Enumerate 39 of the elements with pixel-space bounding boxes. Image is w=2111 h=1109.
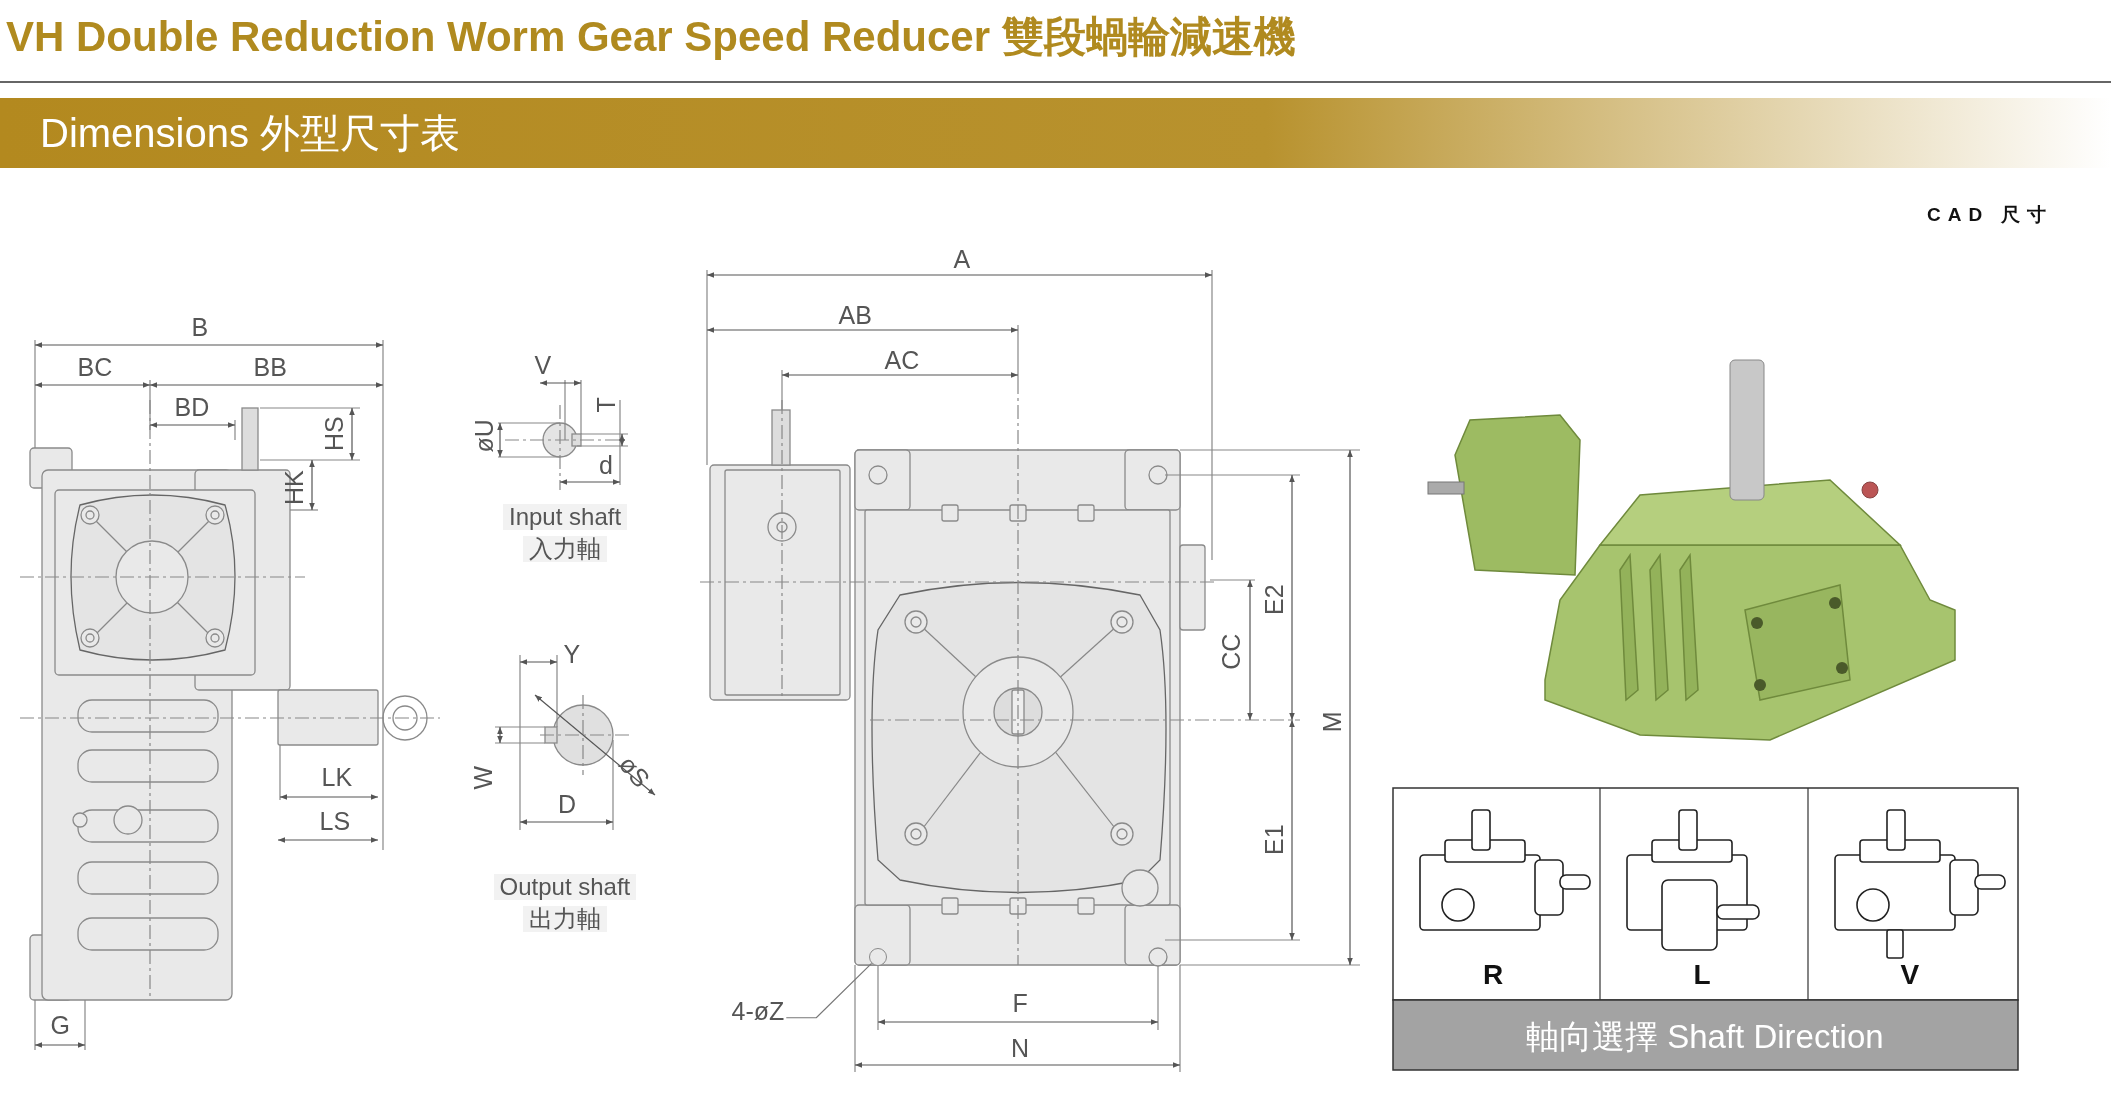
dimension-label: E2	[1260, 584, 1288, 616]
dimension-label: B	[191, 314, 209, 342]
dimension-label: T	[592, 397, 620, 413]
caption: 入力軸	[523, 536, 607, 563]
section-heading: Dimensions 外型尺寸表	[40, 111, 461, 155]
dimension-label: AB	[838, 302, 872, 330]
dimension-label: BB	[253, 354, 287, 382]
dimension-label: CC	[1218, 633, 1246, 670]
option-label: V	[1900, 959, 1920, 991]
caption: 軸向選擇 Shaft Direction	[1526, 1019, 1884, 1056]
option-label: L	[1693, 959, 1711, 991]
title: VH Double Reduction Worm Gear Speed Reducer 雙段蝸輪減速機	[6, 14, 1296, 61]
dimension-label: BC	[77, 354, 113, 382]
caption: Input shaft	[503, 504, 628, 531]
dimension-label: d	[599, 452, 613, 480]
dimension-label: V	[534, 352, 552, 380]
dimension-label: D	[558, 791, 577, 819]
dimension-label: F	[1012, 990, 1028, 1018]
dimension-label: BD	[174, 394, 210, 422]
dimension-label: HS	[320, 416, 348, 452]
dimension-label: A	[953, 246, 971, 274]
dimension-label: HK	[280, 470, 308, 506]
dimension-label: W	[470, 765, 498, 790]
caption: CAD 尺寸	[1927, 204, 2054, 226]
dimension-label: AC	[884, 347, 920, 375]
caption: Output shaft	[493, 874, 637, 901]
dimension-label: øU	[470, 419, 498, 453]
dimension-label: E1	[1260, 824, 1288, 856]
caption: 出力軸	[523, 906, 607, 933]
dimension-label: LS	[319, 808, 351, 836]
dimension-label: N	[1011, 1035, 1030, 1063]
dimension-label: M	[1318, 711, 1346, 733]
dimension-label: øS	[613, 750, 655, 793]
option-label: R	[1483, 959, 1504, 991]
callout-label: 4-øZ	[731, 998, 785, 1026]
leader-line	[785, 962, 873, 1019]
dimension-label: LK	[321, 764, 353, 792]
dimension-label: Y	[563, 641, 581, 669]
dimension-label: G	[50, 1012, 70, 1040]
